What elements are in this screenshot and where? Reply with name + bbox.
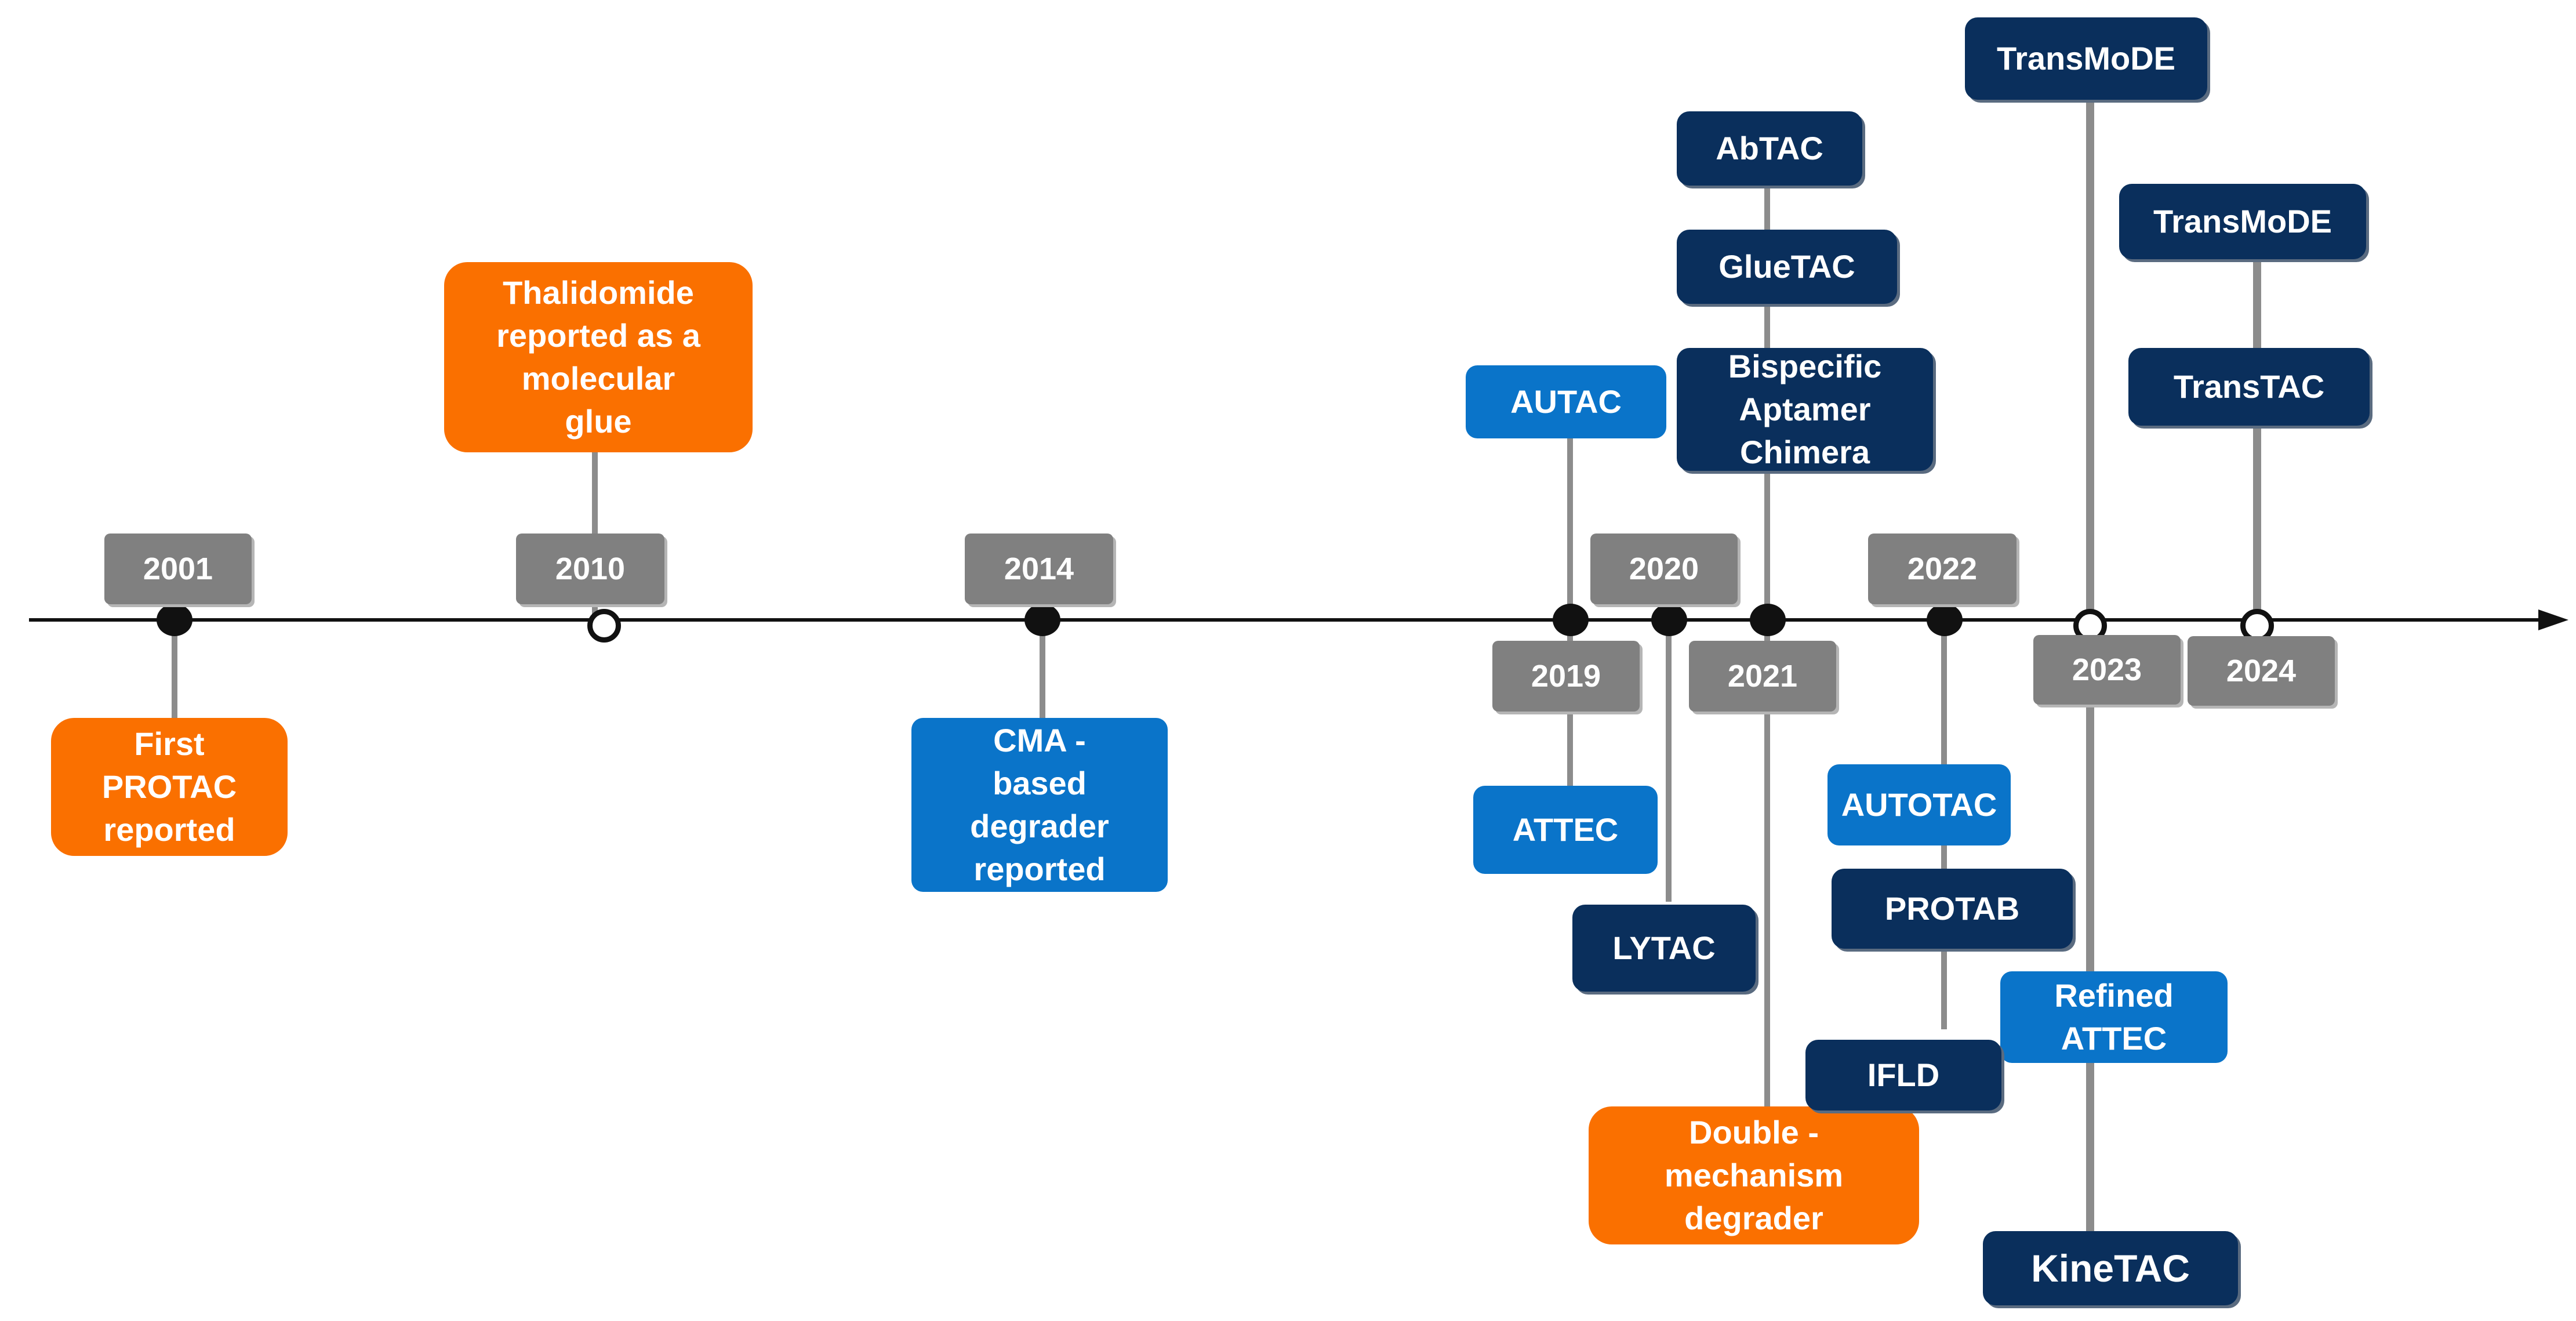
connector-2024	[2253, 252, 2261, 619]
marker-2014	[1024, 604, 1060, 636]
year-label-2021: 2021	[1689, 641, 1836, 712]
event-abtac: AbTAC	[1677, 111, 1862, 186]
event-thalidomide-molecular-glue: Thalidomide reported as a molecular glue	[444, 262, 753, 452]
year-label-2023: 2023	[2033, 635, 2181, 705]
marker-2010	[587, 609, 621, 643]
connector-2014	[1040, 623, 1045, 719]
year-label-2019: 2019	[1492, 641, 1640, 712]
event-protab: PROTAB	[1832, 869, 2073, 949]
event-attec: ATTEC	[1473, 786, 1658, 874]
event-lytac: LYTAC	[1572, 905, 1756, 992]
marker-2020	[1651, 604, 1687, 636]
year-label-2001: 2001	[104, 534, 252, 604]
event-transtac: TransTAC	[2128, 348, 2370, 426]
year-label-2024: 2024	[2188, 636, 2335, 706]
event-transmode-2024: TransMoDE	[2119, 184, 2366, 259]
event-refined-attec: Refined ATTEC	[2000, 971, 2228, 1063]
timeline-axis	[29, 618, 2539, 622]
event-kinetac: KineTAC	[1983, 1231, 2238, 1305]
marker-2001	[157, 604, 192, 636]
marker-2019	[1553, 604, 1589, 636]
event-cma-based-degrader: CMA - based degrader reported	[911, 718, 1168, 892]
event-gluetac: GlueTAC	[1677, 230, 1897, 304]
event-bispecific-aptamer-chimera: Bispecific Aptamer Chimera	[1677, 348, 1933, 471]
event-double-mechanism-degrader: Double - mechanism degrader	[1589, 1106, 1919, 1244]
year-label-2020: 2020	[1590, 534, 1738, 604]
event-ifld: IFLD	[1805, 1040, 2001, 1110]
axis-arrowhead	[2538, 609, 2568, 630]
connector-2020	[1666, 623, 1672, 902]
marker-2021	[1750, 604, 1786, 636]
event-first-protac: First PROTAC reported	[51, 718, 288, 856]
marker-2022	[1927, 604, 1963, 636]
year-label-2014: 2014	[965, 534, 1113, 604]
year-label-2010: 2010	[516, 534, 664, 604]
event-autac: AUTAC	[1466, 365, 1666, 438]
event-autotac: AUTOTAC	[1827, 764, 2011, 845]
event-transmode-2023: TransMoDE	[1965, 17, 2207, 100]
year-label-2022: 2022	[1868, 534, 2017, 604]
connector-2001	[172, 623, 177, 719]
connector-2010	[592, 447, 598, 618]
